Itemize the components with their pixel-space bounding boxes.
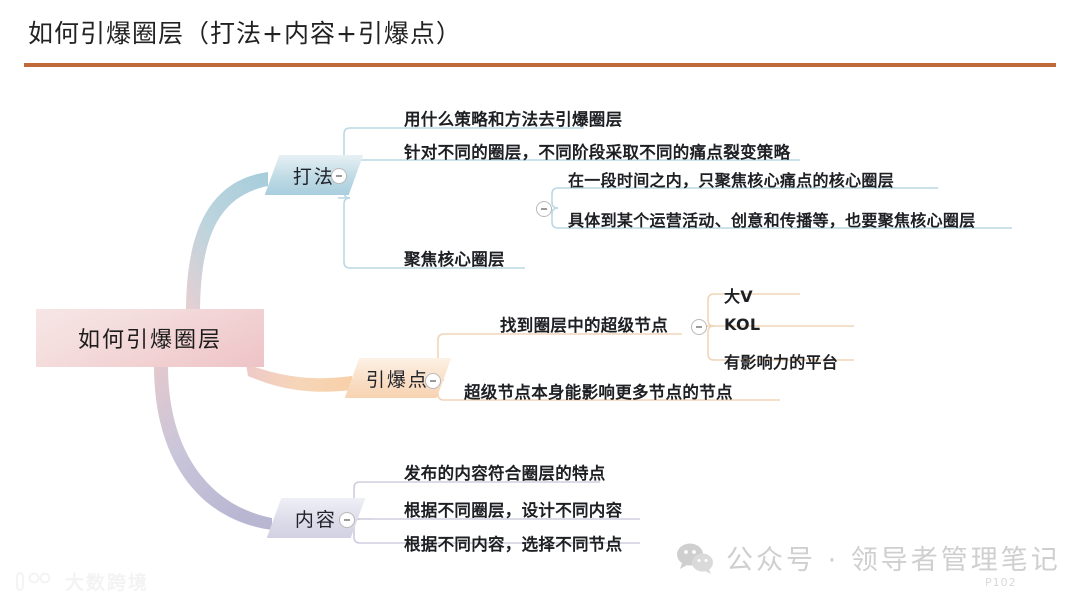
leaf-dafa-2[interactable]: 针对不同的圈层，不同阶段采取不同的痛点裂变策略 bbox=[404, 143, 791, 162]
wechat-watermark: 公众号 · 领导者管理笔记 bbox=[676, 538, 1061, 577]
root-node-label: 如何引爆圈层 bbox=[77, 328, 222, 353]
leaf-chaoji-3[interactable]: 有影响力的平台 bbox=[724, 353, 839, 372]
collapse-toggle-yinbaodian[interactable] bbox=[425, 373, 441, 389]
leaf-yinbao-2[interactable]: 超级节点本身能影响更多节点的节点 bbox=[464, 383, 733, 402]
leaf-jujiao-2[interactable]: 具体到某个运营活动、创意和传播等，也要聚焦核心圈层 bbox=[568, 211, 976, 230]
mindmap-root-node[interactable]: 如何引爆圈层 bbox=[36, 309, 264, 367]
leaf-yinbao-1[interactable]: 找到圈层中的超级节点 bbox=[500, 316, 668, 335]
collapse-toggle-jujiao[interactable] bbox=[536, 201, 552, 217]
branch-node-dafa-label: 打法 bbox=[292, 165, 335, 188]
leaf-chaoji-1[interactable]: 大V bbox=[724, 287, 753, 306]
branch-node-neirong-label: 内容 bbox=[294, 508, 337, 531]
branch-ribbon-yinbaodian bbox=[246, 364, 352, 392]
wechat-watermark-label: 公众号 · 领导者管理笔记 bbox=[726, 545, 1061, 576]
leaf-neirong-1[interactable]: 发布的内容符合圈层的特点 bbox=[404, 464, 606, 483]
collapse-toggle-chaojijiedian[interactable] bbox=[691, 319, 707, 335]
leaf-dafa-1[interactable]: 用什么策略和方法去引爆圈层 bbox=[404, 110, 623, 129]
leaf-jujiao-1[interactable]: 在一段时间之内，只聚焦核心痛点的核心圈层 bbox=[568, 171, 895, 190]
branch-ribbon-neirong bbox=[154, 366, 272, 530]
leaf-neirong-3[interactable]: 根据不同内容，选择不同节点 bbox=[404, 535, 623, 554]
page-title: 如何引爆圈层（打法+内容+引爆点） bbox=[28, 19, 462, 48]
brand-watermark-label: 大数跨境 bbox=[65, 572, 150, 594]
title-divider bbox=[24, 63, 1056, 67]
leaf-chaoji-2[interactable]: KOL bbox=[724, 315, 761, 334]
brand-logo-icon bbox=[15, 571, 51, 591]
branch-node-yinbaodian-label: 引爆点 bbox=[366, 368, 430, 391]
collapse-toggle-dafa[interactable] bbox=[331, 168, 347, 184]
wechat-icon bbox=[677, 543, 713, 574]
page-number: P102 bbox=[985, 576, 1017, 589]
leaf-neirong-2[interactable]: 根据不同圈层，设计不同内容 bbox=[404, 501, 623, 520]
leaf-dafa-3[interactable]: 聚焦核心圈层 bbox=[404, 250, 505, 269]
branch-node-dafa[interactable]: 打法 bbox=[264, 155, 364, 195]
dafa-connector-group bbox=[338, 127, 362, 269]
branch-ribbon-dafa bbox=[186, 172, 268, 314]
collapse-toggle-neirong[interactable] bbox=[339, 512, 355, 528]
brand-watermark: 大数跨境 bbox=[14, 568, 149, 595]
